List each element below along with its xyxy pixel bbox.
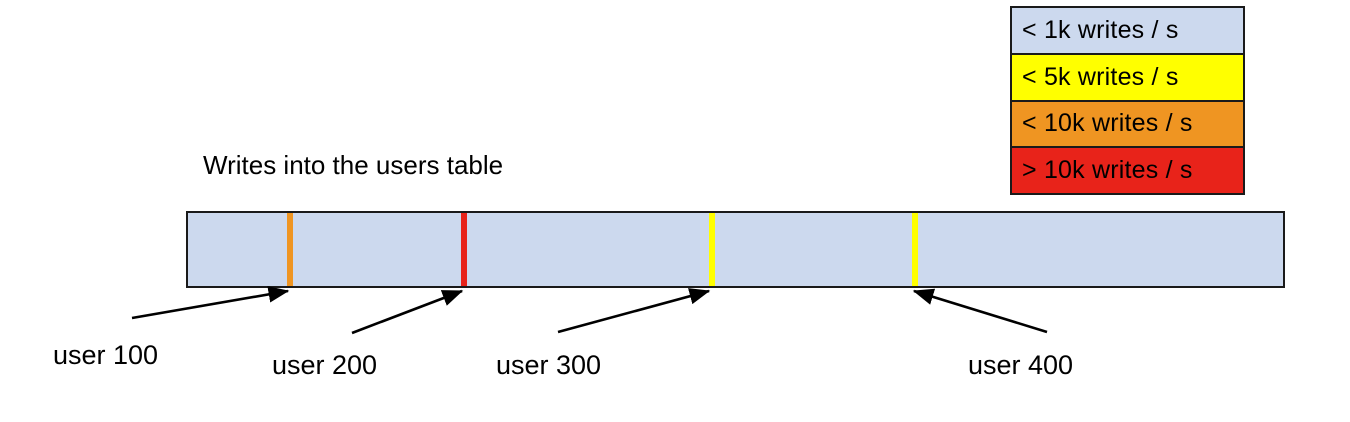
marker-user-300	[709, 213, 715, 286]
legend-label-5k: < 5k writes / s	[1022, 62, 1179, 91]
pointer-label-user-100: user 100	[53, 340, 159, 370]
marker-user-400	[912, 213, 918, 286]
pointer-label-user-400: user 400	[968, 350, 1074, 380]
legend-label-10k-under: < 10k writes / s	[1022, 109, 1193, 138]
arrow-user-100	[131, 286, 290, 320]
figure-caption: Writes into the users table	[203, 150, 504, 180]
legend-label-1k: < 1k writes / s	[1022, 15, 1179, 44]
marker-user-100	[287, 213, 293, 286]
legend-row-1k: < 1k writes / s	[1012, 8, 1243, 55]
legend-label-10k-over: > 10k writes / s	[1022, 156, 1193, 185]
marker-user-200	[461, 213, 467, 286]
arrow-user-200	[351, 289, 464, 335]
legend-row-10k-under: < 10k writes / s	[1012, 101, 1243, 149]
users-table-bar	[186, 211, 1285, 288]
pointer-label-user-200: user 200	[272, 350, 378, 380]
pointer-label-user-300: user 300	[496, 350, 602, 380]
writes-legend: < 1k writes / s < 5k writes / s < 10k wr…	[1010, 6, 1245, 195]
arrow-user-300	[557, 288, 711, 334]
legend-row-10k-over: > 10k writes / s	[1012, 148, 1243, 193]
arrow-user-400	[912, 288, 1048, 334]
legend-row-5k: < 5k writes / s	[1012, 54, 1243, 102]
